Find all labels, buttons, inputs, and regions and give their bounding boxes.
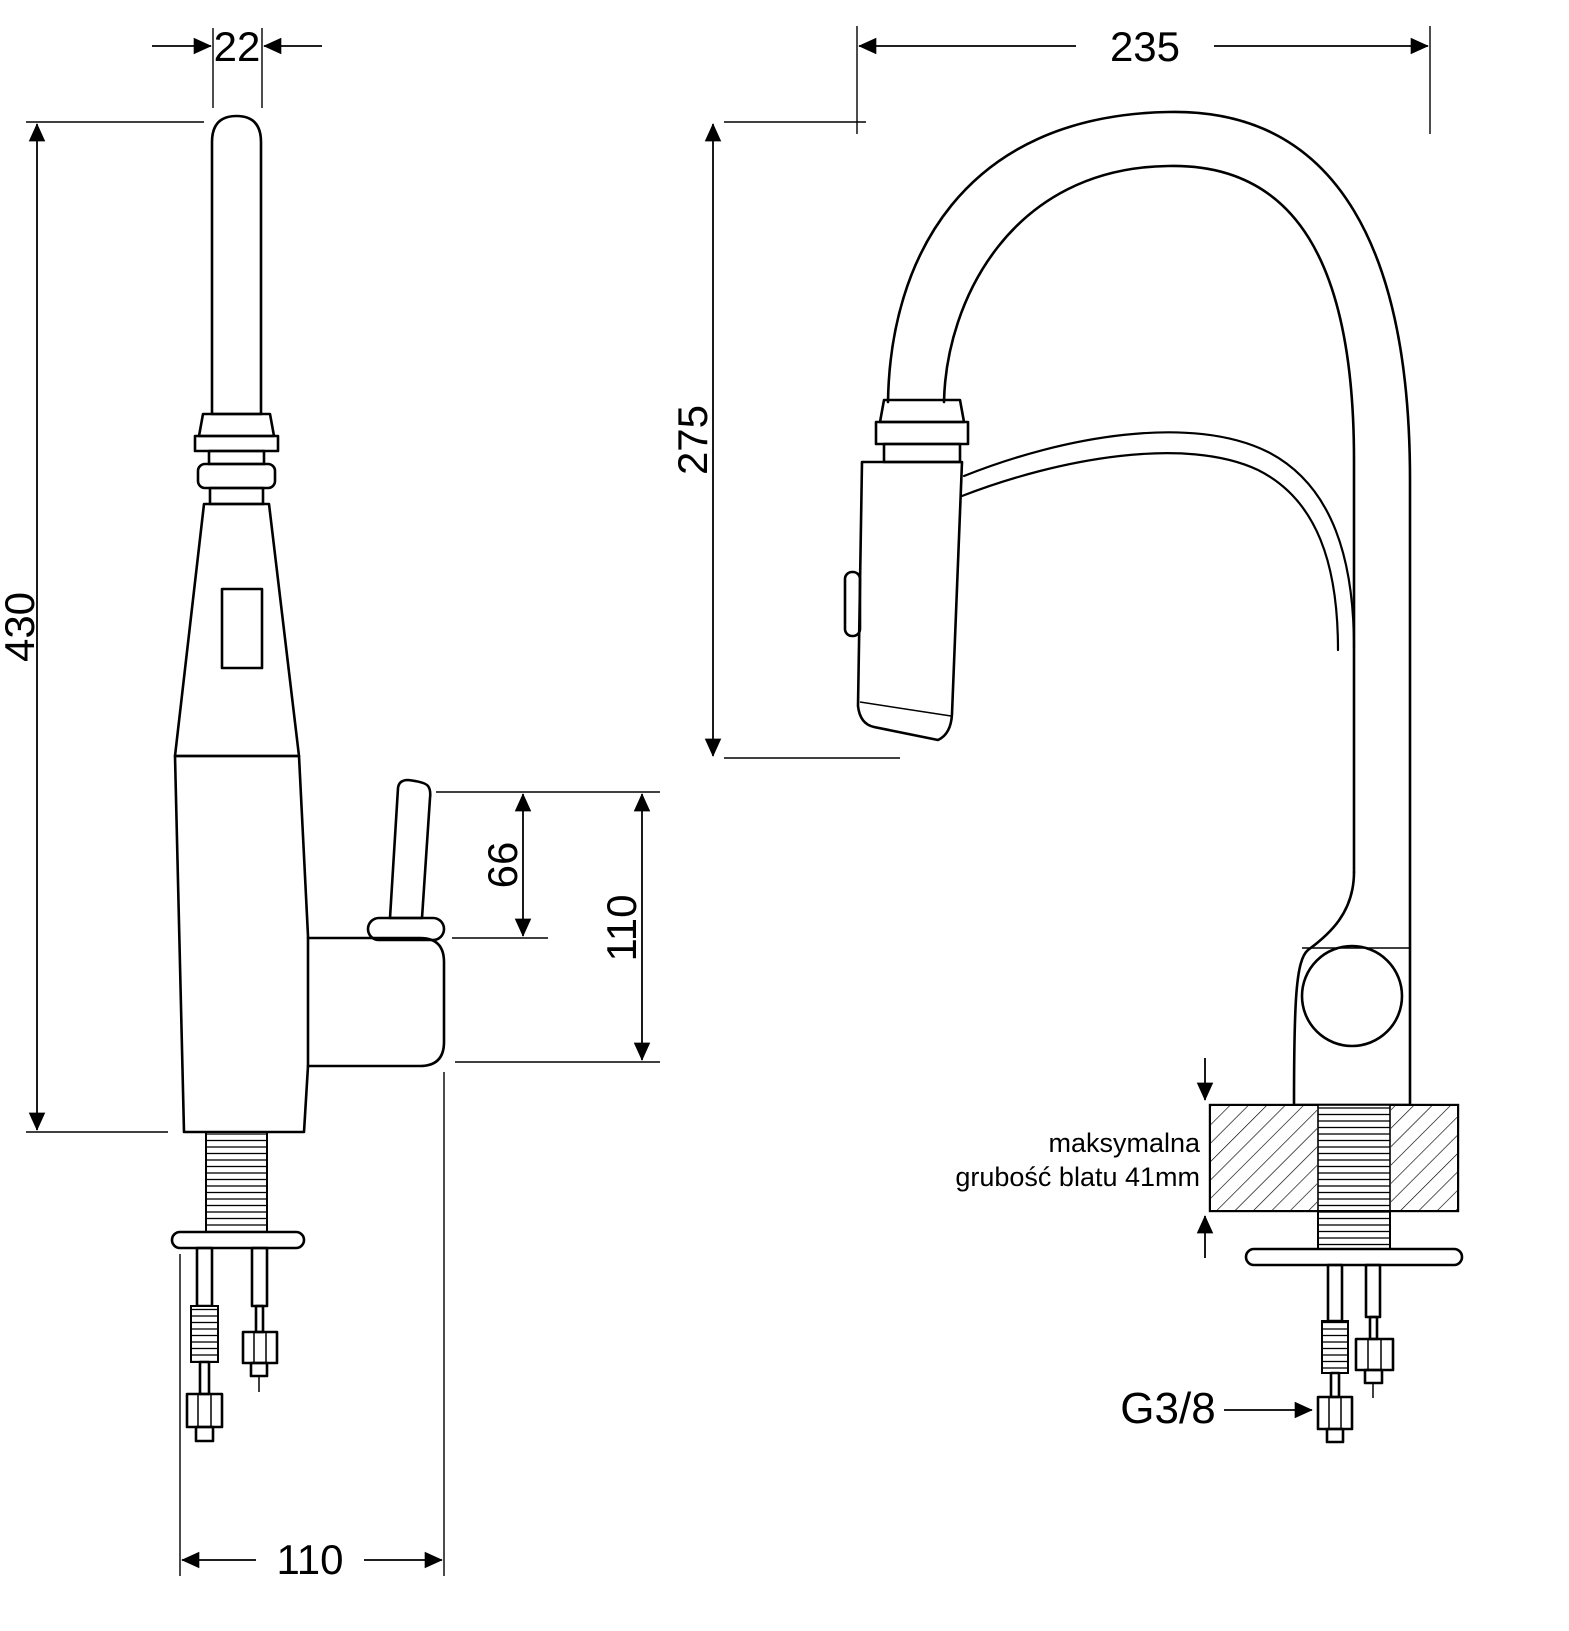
dim-label-base-width: 110 — [277, 1536, 344, 1583]
counter-note-line2: grubość blatu 41mm — [955, 1162, 1200, 1192]
dim-total-height: 430 — [0, 121, 204, 1133]
dim-label-lever-height: 66 — [479, 842, 526, 889]
sprayer-head — [843, 398, 970, 742]
dim-lever-height: 66 — [436, 791, 660, 939]
dim-spout-reach: 235 — [856, 23, 1431, 134]
dim-handle-height: 110 — [455, 793, 660, 1063]
body-display-panel — [220, 587, 264, 670]
mounting-hardware — [1316, 1263, 1395, 1444]
sprayer-button — [843, 570, 862, 638]
mounting-hardware — [185, 1246, 279, 1443]
threaded-stem — [205, 1131, 268, 1233]
dim-label-total-height: 430 — [0, 592, 43, 662]
handle-lever — [388, 778, 432, 920]
gooseneck-outer-edge — [886, 110, 1412, 1107]
gooseneck-inner-edge — [942, 164, 1356, 874]
body-knob — [1300, 944, 1404, 1048]
left-view: 22 430 66 110 110 — [0, 23, 660, 1583]
spout-bar — [210, 114, 263, 416]
dim-label-spout-height: 275 — [669, 405, 716, 475]
threaded-stem — [1317, 1210, 1391, 1250]
dim-base-width: 110 — [179, 1072, 445, 1583]
thread-size-label: G3/8 — [1120, 1384, 1215, 1433]
faucet-gooseneck-profile — [843, 110, 1464, 1444]
mounting-flange — [170, 1230, 306, 1250]
dim-spout-width: 22 — [152, 23, 322, 108]
dim-label-spout-reach: 235 — [1110, 23, 1180, 70]
countertop-section — [1208, 1103, 1460, 1213]
dim-label-handle-height: 110 — [598, 895, 645, 962]
right-view: 235 275 maksymalna grubość blatu 41mm G3… — [669, 23, 1464, 1444]
faucet-side-profile — [170, 114, 446, 1443]
mounting-flange — [1244, 1247, 1464, 1267]
thread-callout: G3/8 — [1120, 1384, 1313, 1433]
hose-curve — [962, 431, 1356, 650]
body-left-edge — [1292, 870, 1356, 1107]
counter-note-line1: maksymalna — [1048, 1128, 1201, 1158]
hose-curve — [960, 452, 1340, 652]
counter-thickness-note: maksymalna grubość blatu 41mm — [955, 1058, 1214, 1258]
dim-label-spout-width: 22 — [214, 23, 261, 70]
dim-spout-height: 275 — [669, 121, 900, 759]
